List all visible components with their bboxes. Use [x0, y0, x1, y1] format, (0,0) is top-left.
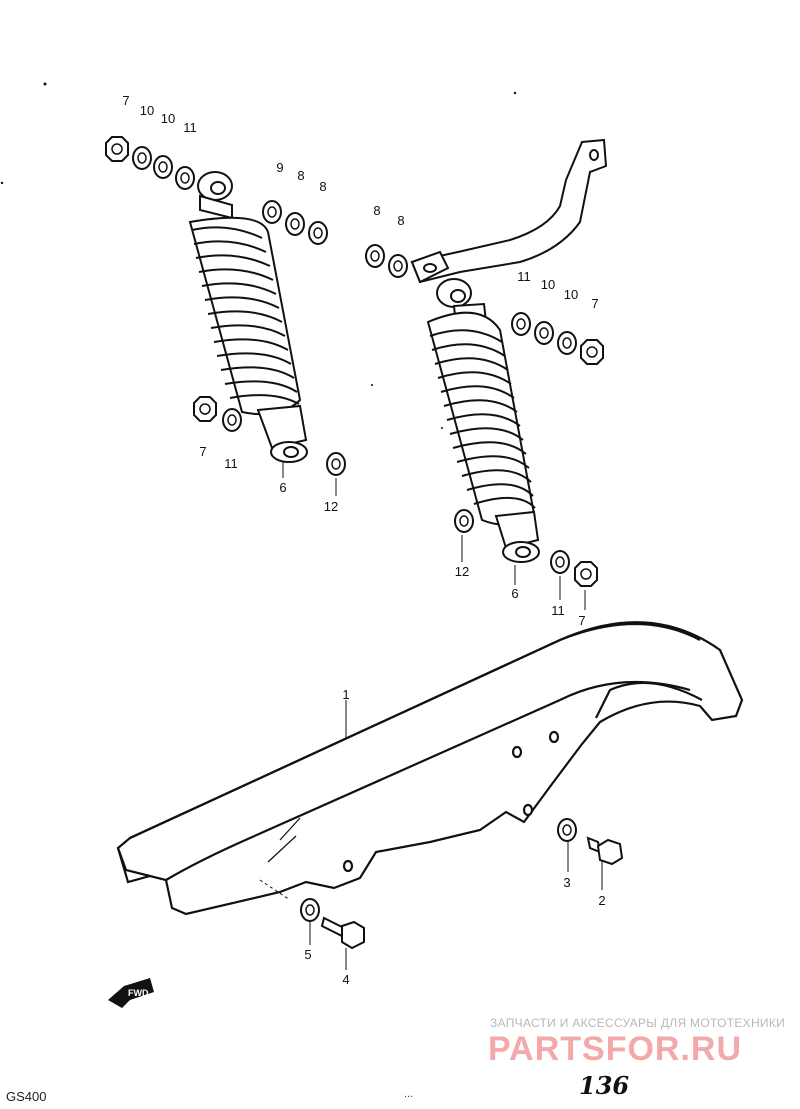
left-top-washer-10b [153, 155, 173, 179]
callout-left-bottom-nut: 7 [199, 444, 207, 459]
left-top-washer-10a [132, 146, 152, 170]
callout-left-shock: 6 [279, 480, 287, 495]
left-bottom-washer-12 [326, 452, 346, 476]
callout-right-shock: 6 [511, 586, 519, 601]
fwd-arrow: FWD [108, 978, 154, 1008]
right-top-washer-10b [557, 331, 577, 355]
callout-right-bottom-nut: 7 [578, 613, 586, 628]
right-washer-8a [365, 244, 385, 268]
callout-left-top-nut: 7 [122, 93, 130, 108]
rear-bracket [410, 138, 608, 284]
left-top-nut [105, 136, 129, 162]
callout-left-washer-10b: 10 [160, 111, 176, 126]
callout-left-washer-9: 9 [276, 160, 284, 175]
callout-bolt-left: 4 [342, 972, 350, 987]
callout-right-bottom-washer-11: 11 [551, 603, 565, 618]
right-bottom-washer-11 [550, 550, 570, 574]
callout-chain-guard: 1 [342, 687, 350, 702]
callout-right-washer-11: 11 [517, 269, 531, 284]
guard-washer-right [557, 818, 577, 842]
callout-right-washer-12: 12 [454, 564, 470, 579]
left-top-washer-11 [175, 166, 195, 190]
guard-bolt-right [586, 836, 624, 866]
left-washer-8a [285, 212, 305, 236]
fwd-label: FWD [128, 988, 149, 998]
left-bottom-washer-11 [222, 408, 242, 432]
left-shock-absorber [188, 171, 308, 463]
callout-right-washer-10b: 10 [563, 287, 579, 302]
right-top-washer-11 [511, 312, 531, 336]
right-top-nut [580, 339, 604, 365]
callout-left-bottom-washer-11: 11 [224, 456, 238, 471]
callout-right-top-nut: 7 [591, 296, 599, 311]
scan-specks [0, 82, 517, 429]
leader-lines [282, 462, 603, 970]
watermark-tagline: ЗАПЧАСТИ И АКСЕССУАРЫ ДЛЯ МОТОТЕХНИКИ [490, 1016, 786, 1030]
callout-washer-left: 5 [304, 947, 312, 962]
guard-bolt-left [320, 916, 365, 950]
right-bottom-nut [574, 561, 598, 587]
right-shock-absorber [426, 278, 540, 563]
right-bottom-washer-12 [454, 509, 474, 533]
right-top-washer-10a [534, 321, 554, 345]
left-washer-9 [262, 200, 282, 224]
right-washer-8b [388, 254, 408, 278]
guard-washer-left [300, 898, 320, 922]
model-label: GS400 [6, 1089, 47, 1104]
left-washer-8b [308, 221, 328, 245]
callout-right-washer-10a: 10 [540, 277, 556, 292]
callout-left-washer-10a: 10 [139, 103, 155, 118]
watermark-brand: PARTSFOR.RU [488, 1030, 743, 1068]
chain-guard [116, 621, 744, 916]
page-number: 136 [579, 1071, 630, 1100]
callout-left-washer-12: 12 [323, 499, 339, 514]
callout-left-washer-11: 11 [183, 120, 197, 135]
callout-washer-right: 3 [563, 875, 571, 890]
callout-left-washer-8b: 8 [319, 179, 327, 194]
callout-right-washer-8a: 8 [373, 203, 381, 218]
callout-bolt-right: 2 [598, 893, 606, 908]
callout-right-washer-8b: 8 [397, 213, 405, 228]
callout-left-washer-8a: 8 [297, 168, 305, 183]
left-bottom-nut [193, 396, 217, 422]
center-mark: ... [404, 1088, 414, 1100]
